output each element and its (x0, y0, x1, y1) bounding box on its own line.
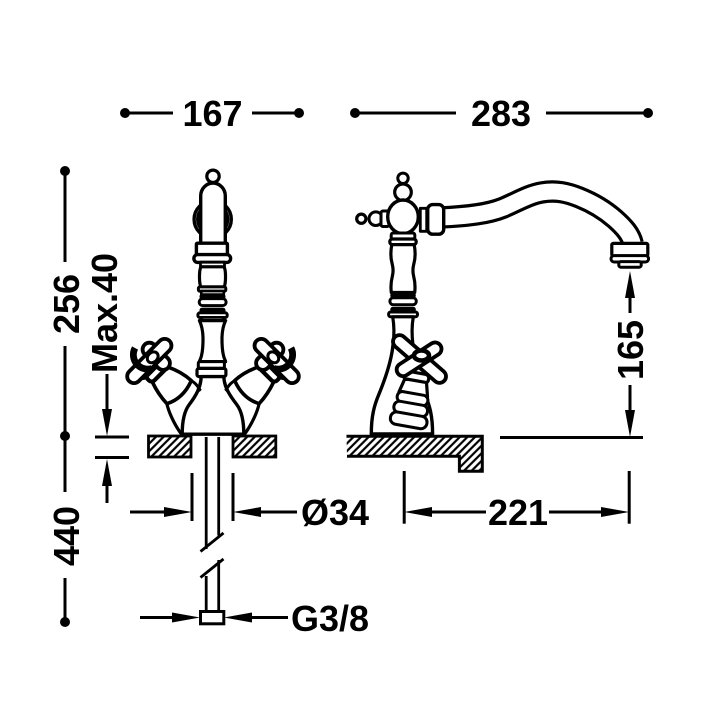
svg-text:167: 167 (182, 93, 242, 134)
svg-text:165: 165 (610, 320, 651, 380)
svg-text:221: 221 (488, 492, 548, 533)
svg-text:G3/8: G3/8 (291, 598, 369, 639)
svg-text:Max.40: Max.40 (84, 253, 125, 373)
svg-text:440: 440 (46, 506, 87, 566)
svg-text:283: 283 (471, 93, 531, 134)
svg-text:256: 256 (46, 274, 87, 334)
svg-text:Ø34: Ø34 (301, 492, 369, 533)
